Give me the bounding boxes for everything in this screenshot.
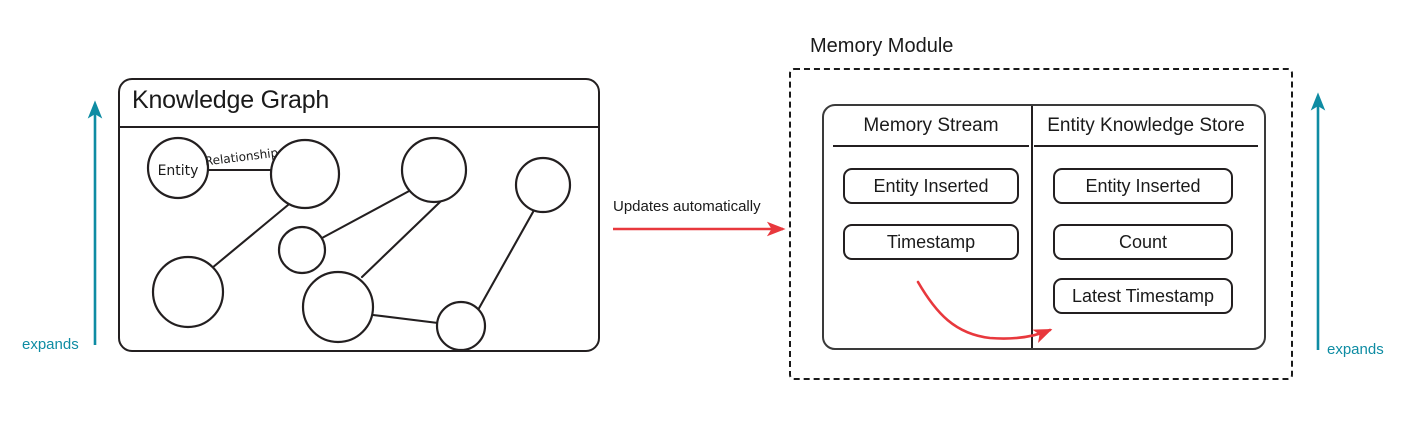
memory-stream-header-divider — [833, 145, 1029, 148]
graph-node-2 — [269, 138, 341, 210]
entity-knowledge-store-header-divider — [1034, 145, 1258, 148]
graph-node-7 — [301, 270, 375, 344]
graph-nodes — [146, 136, 572, 352]
graph-edge-n7-n8 — [371, 313, 440, 325]
graph-edge-n8-n4 — [476, 210, 535, 312]
graph-edge-n3-n7 — [360, 200, 442, 279]
graph-node-4 — [514, 156, 572, 214]
knowledge-graph-header-divider — [120, 126, 598, 129]
graph-edges — [206, 168, 535, 325]
graph-edge-n5-n3 — [320, 188, 413, 240]
graph-node-8 — [435, 300, 487, 352]
updates-automatically-label: Updates automatically — [613, 198, 761, 215]
graph-node-5 — [277, 225, 327, 275]
graph-node-3 — [400, 136, 468, 204]
memory-stream-title: Memory Stream — [863, 115, 999, 136]
graph-node-6 — [151, 255, 225, 329]
memory-stream-item-timestamp[interactable]: Timestamp — [843, 224, 1019, 260]
expands-label-left: expands — [22, 336, 79, 353]
knowledge-graph-title: Knowledge Graph — [132, 86, 330, 114]
entity-knowledge-store-item-count[interactable]: Count — [1053, 224, 1233, 260]
memory-stream-to-store-curved-arrow — [916, 280, 1053, 344]
entity-knowledge-store-item-latest-timestamp[interactable]: Latest Timestamp — [1053, 278, 1233, 314]
memory-module-label: Memory Module — [810, 35, 954, 57]
graph-node-entity-label: Entity — [158, 163, 199, 179]
graph-edge-n2-n6 — [210, 203, 290, 270]
memory-module-dashed-boundary — [789, 68, 1293, 380]
memory-stream-item-entity-inserted[interactable]: Entity Inserted — [843, 168, 1019, 204]
graph-node-entity — [146, 136, 210, 200]
entity-knowledge-store-title: Entity Knowledge Store — [1047, 115, 1245, 136]
entity-knowledge-store-item-entity-inserted[interactable]: Entity Inserted — [1053, 168, 1233, 204]
memory-module-column-divider — [1031, 106, 1034, 348]
expands-label-right: expands — [1327, 341, 1384, 358]
